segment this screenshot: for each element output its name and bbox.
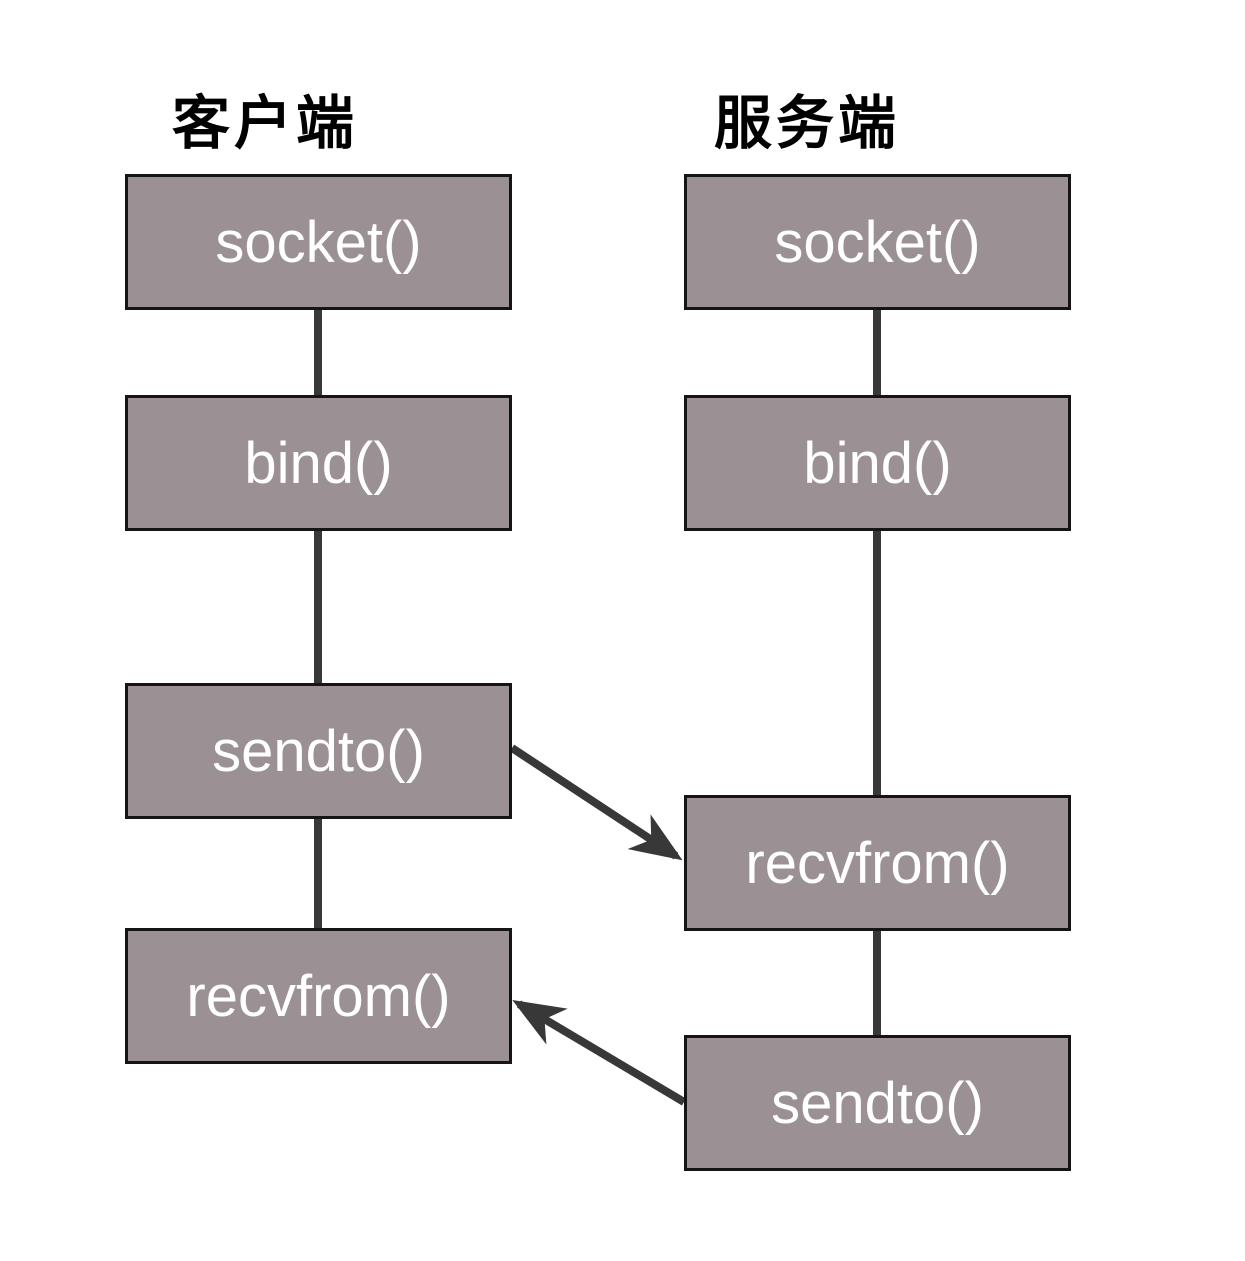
node-client-recvfrom: recvfrom() (125, 928, 512, 1064)
node-server-bind: bind() (684, 395, 1071, 531)
node-client-socket: socket() (125, 174, 512, 310)
server-column-title: 服务端 (714, 89, 901, 157)
arrow-client-sendto-to-server-recvfrom (509, 744, 683, 861)
node-client-sendto: sendto() (125, 683, 512, 819)
arrow-server-sendto-to-client-recvfrom (512, 1000, 687, 1106)
client-column-title: 客户端 (172, 89, 359, 157)
node-client-bind: bind() (125, 395, 512, 531)
node-server-sendto: sendto() (684, 1035, 1071, 1171)
node-server-socket: socket() (684, 174, 1071, 310)
node-server-recvfrom: recvfrom() (684, 795, 1071, 931)
